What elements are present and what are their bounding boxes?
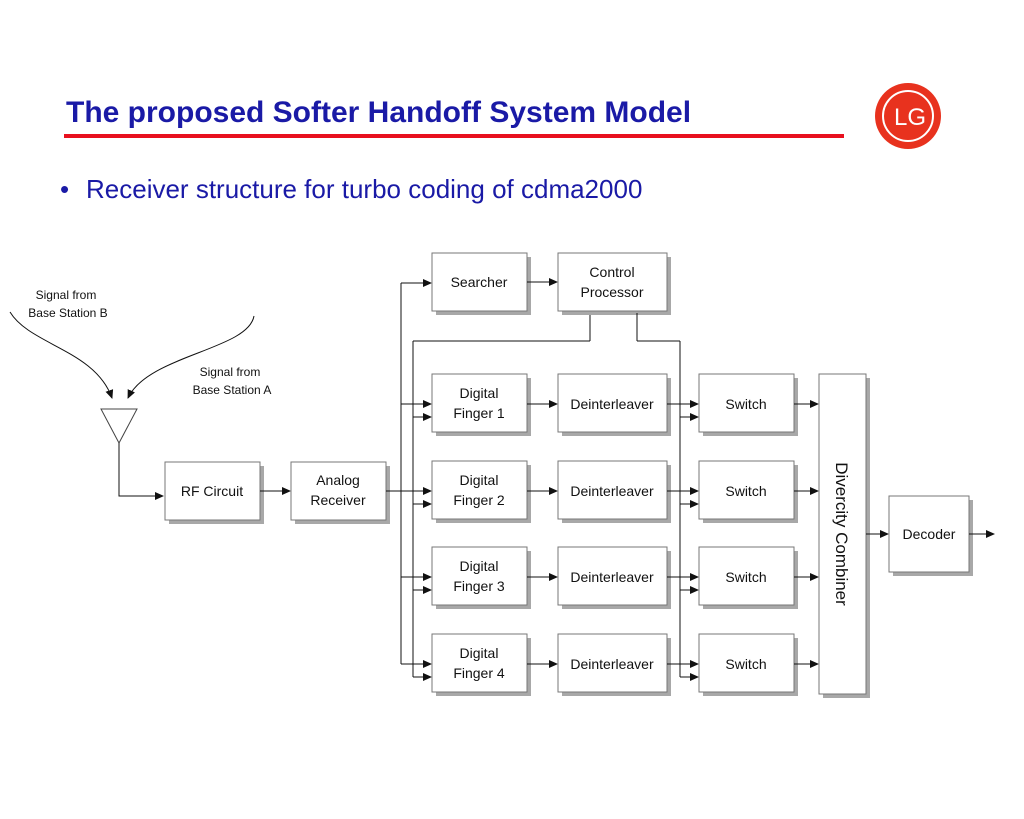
deinterleaver-3-box bbox=[557, 546, 668, 606]
logo-text: LG bbox=[894, 104, 926, 131]
decoder-label: Decoder bbox=[903, 526, 956, 542]
switch-2-label: Switch bbox=[725, 483, 766, 499]
signal-b-path bbox=[9, 311, 114, 399]
logo-ring bbox=[882, 90, 934, 142]
switch-4-label: Switch bbox=[725, 656, 766, 672]
antenna-feed bbox=[118, 443, 164, 500]
digital-finger-3-box bbox=[431, 546, 528, 606]
bullet-item: • Receiver structure for turbo coding of … bbox=[60, 174, 642, 205]
analog-receiver-box bbox=[290, 461, 387, 521]
digital-finger-1-box bbox=[431, 373, 528, 433]
deinterleaver-4-box bbox=[557, 633, 668, 693]
switch-2-box bbox=[698, 460, 795, 520]
divercity-combiner-label: Divercity Combiner bbox=[832, 462, 851, 606]
title-underline bbox=[64, 134, 844, 138]
switch-1-box bbox=[698, 373, 795, 433]
lg-logo: LG bbox=[875, 83, 941, 149]
deinterleaver-1-box bbox=[557, 373, 668, 433]
decoder-box bbox=[888, 495, 970, 573]
deinterleaver-3-label: Deinterleaver bbox=[570, 569, 654, 585]
slide-title: The proposed Softer Handoff System Model bbox=[66, 96, 692, 129]
switch-3-box bbox=[698, 546, 795, 606]
deinterleaver-4-label: Deinterleaver bbox=[570, 656, 654, 672]
rf-circuit-label: RF Circuit bbox=[181, 483, 243, 499]
antenna bbox=[100, 408, 138, 445]
bullet-dot: • bbox=[60, 174, 70, 204]
deinterleaver-2-box bbox=[557, 460, 668, 520]
deinterleaver-1-label: Deinterleaver bbox=[570, 396, 654, 412]
deinterleaver-2-label: Deinterleaver bbox=[570, 483, 654, 499]
switch-4-box bbox=[698, 633, 795, 693]
control-processor-box bbox=[557, 252, 668, 312]
signal-a-path bbox=[127, 315, 255, 399]
switch-1-label: Switch bbox=[725, 396, 766, 412]
digital-finger-4-box bbox=[431, 633, 528, 693]
bullet-text: Receiver structure for turbo coding of c… bbox=[86, 174, 643, 204]
searcher-label: Searcher bbox=[451, 274, 508, 290]
switch-3-label: Switch bbox=[725, 569, 766, 585]
digital-finger-2-box bbox=[431, 460, 528, 520]
divercity-combiner-box bbox=[818, 373, 867, 695]
logo-circle bbox=[875, 83, 941, 149]
